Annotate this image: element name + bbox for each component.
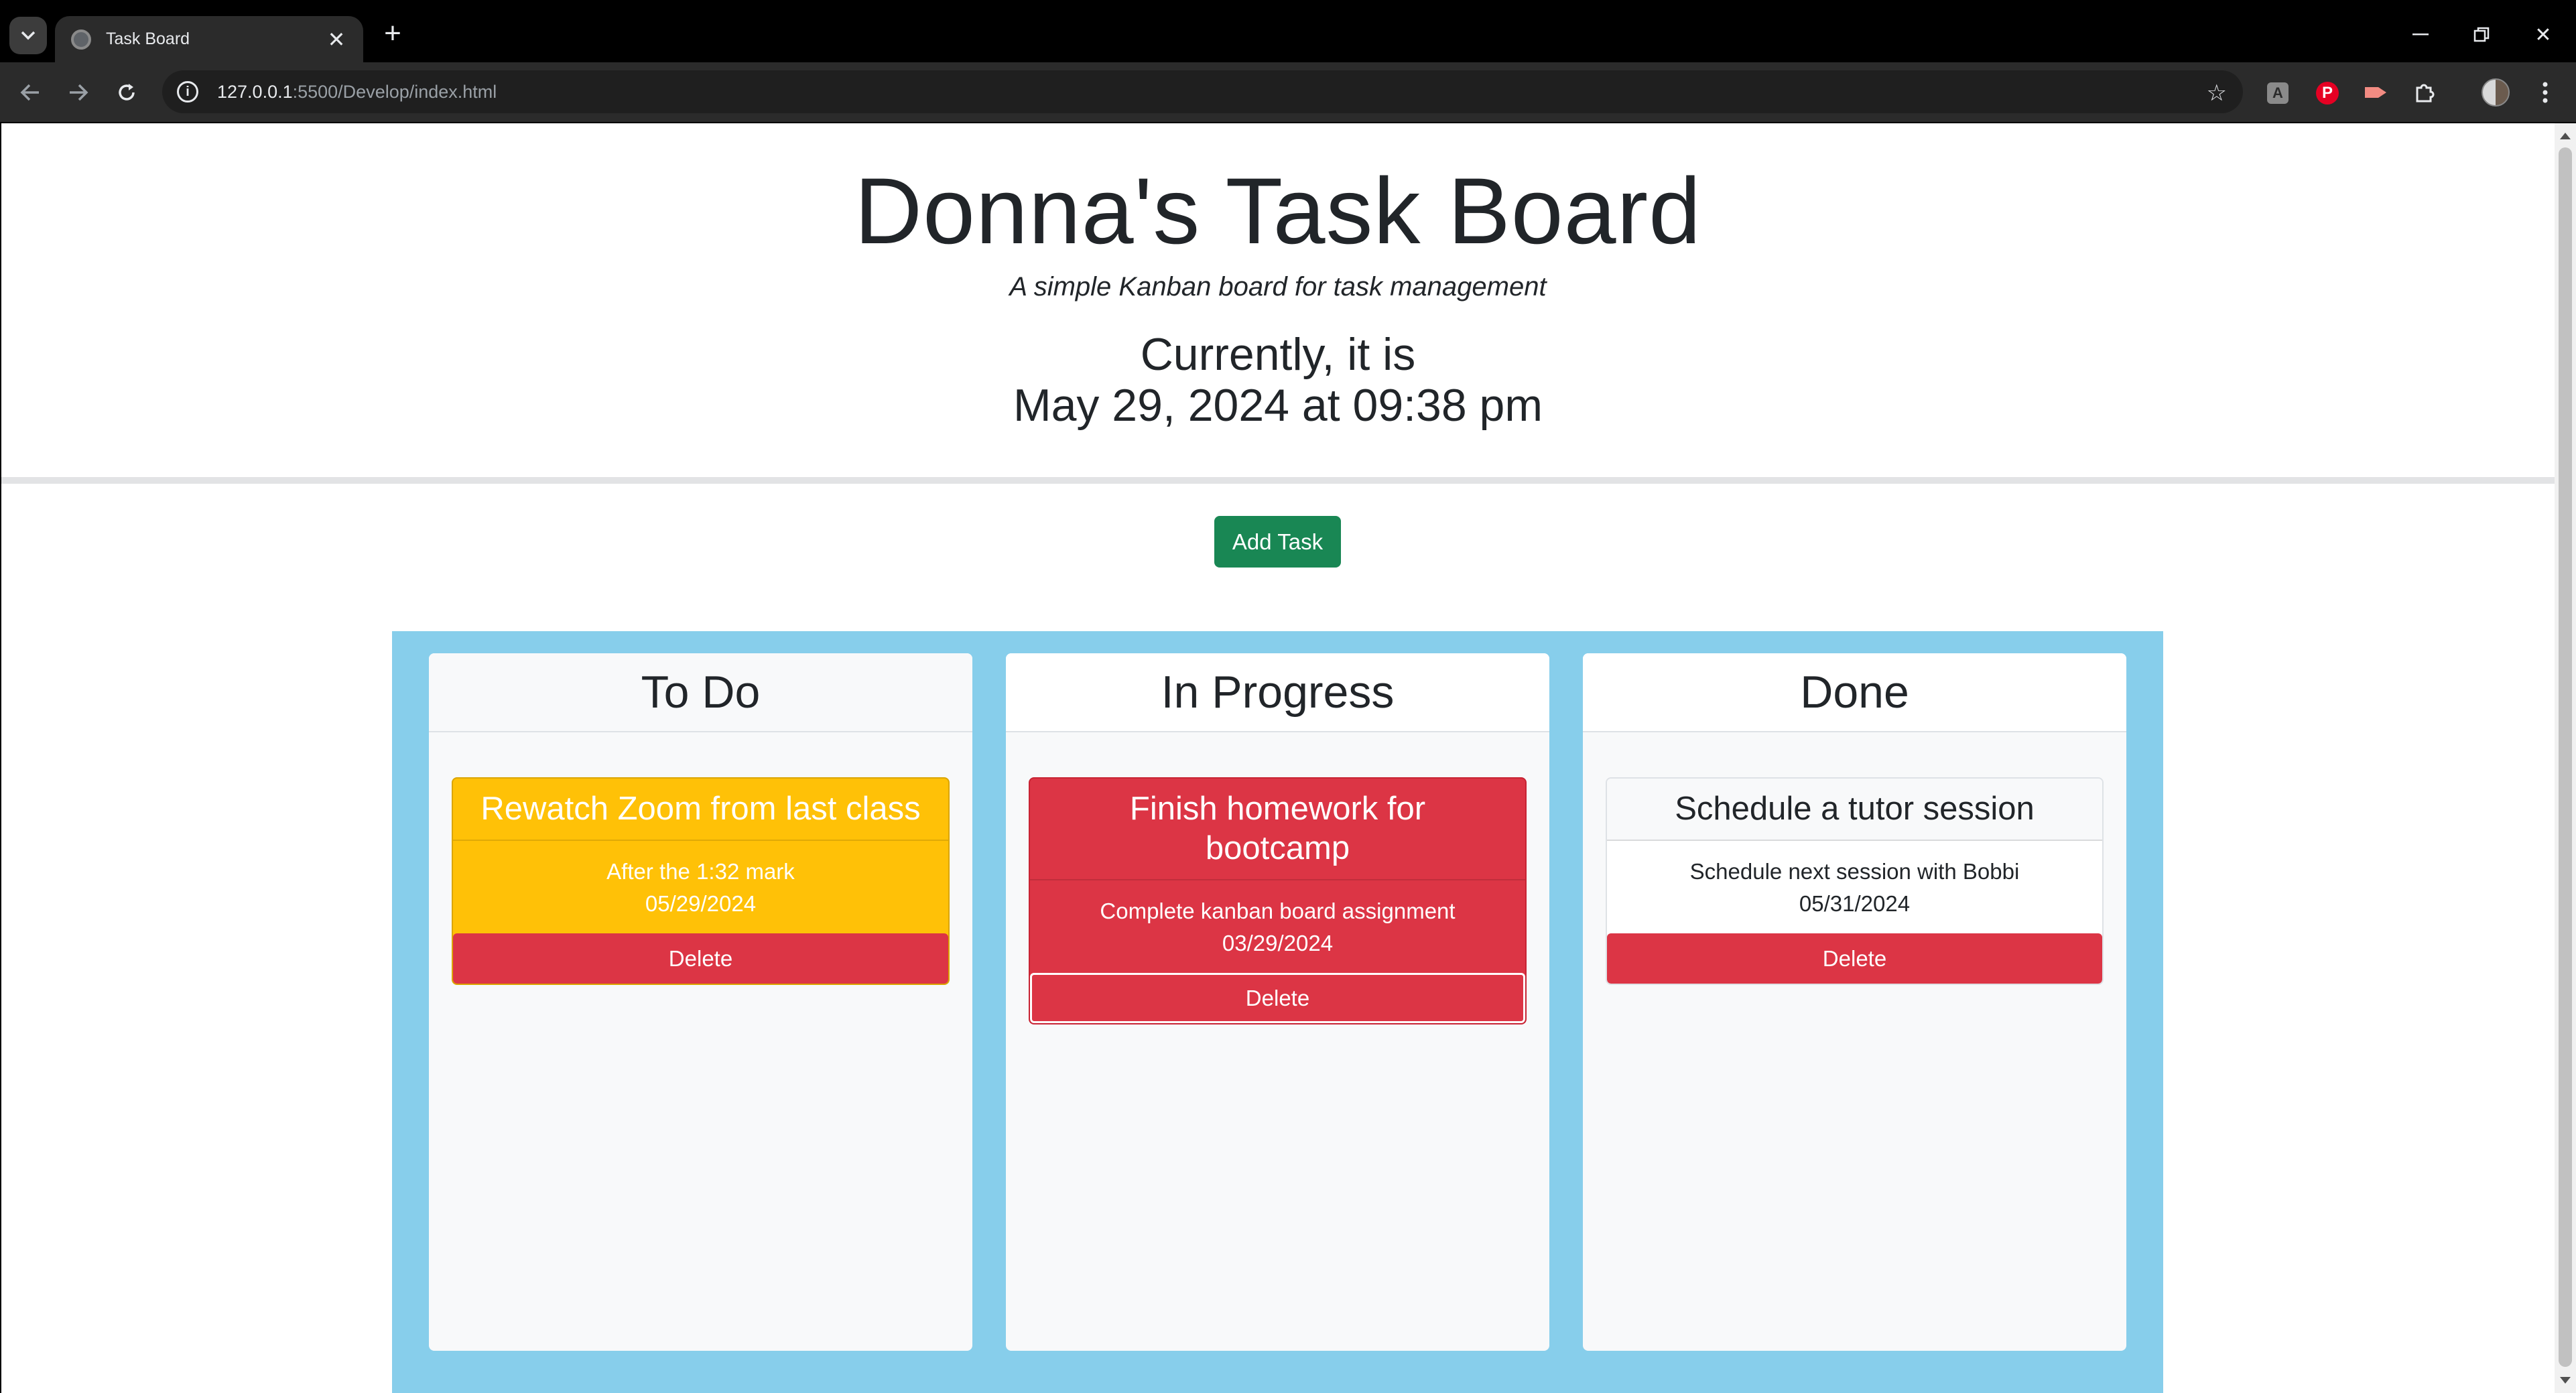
lane-done[interactable]: Done Schedule a tutor session Schedule n… — [1583, 653, 2126, 1351]
page-scrollbar[interactable] — [2555, 123, 2576, 1393]
delete-button[interactable]: Delete — [453, 933, 948, 984]
task-due-date: 05/29/2024 — [645, 891, 757, 916]
lane-to-do[interactable]: To Do Rewatch Zoom from last class After… — [429, 653, 972, 1351]
browser-tab[interactable]: Task Board ✕ — [55, 16, 363, 62]
browser-toolbar: i 127.0.0.1:5500/Develop/index.html ☆ A … — [0, 62, 2576, 122]
window-close-icon[interactable]: ✕ — [2534, 23, 2552, 46]
minimize-icon[interactable] — [2404, 20, 2437, 50]
scroll-thumb[interactable] — [2559, 147, 2572, 1367]
arrow-left-icon[interactable] — [13, 76, 47, 109]
pinterest-icon[interactable]: P — [2316, 82, 2339, 105]
task-title: Finish homework for bootcamp — [1030, 779, 1525, 880]
url-text: 127.0.0.1:5500/Develop/index.html — [217, 81, 497, 102]
reload-icon[interactable] — [110, 76, 143, 109]
task-description: Schedule next session with Bobbi — [1689, 859, 2020, 884]
kanban-board: To Do Rewatch Zoom from last class After… — [392, 631, 2163, 1393]
scroll-up-icon[interactable] — [2560, 133, 2571, 139]
close-icon[interactable]: ✕ — [327, 27, 346, 52]
delete-button[interactable]: Delete — [1607, 933, 2102, 984]
star-icon[interactable]: ☆ — [2206, 80, 2227, 106]
task-body: After the 1:32 mark 05/29/2024 — [453, 841, 948, 933]
task-card[interactable]: Schedule a tutor session Schedule next s… — [1606, 777, 2104, 985]
task-description: After the 1:32 mark — [606, 859, 795, 884]
task-due-date: 05/31/2024 — [1799, 891, 1911, 916]
task-card[interactable]: Rewatch Zoom from last class After the 1… — [452, 777, 950, 985]
task-body: Complete kanban board assignment 03/29/2… — [1030, 880, 1525, 973]
task-description: Complete kanban board assignment — [1100, 899, 1456, 923]
lane-title: To Do — [429, 653, 972, 732]
tab-strip: Task Board ✕ + ✕ — [0, 0, 2576, 62]
puzzle-icon[interactable] — [2410, 78, 2439, 107]
lane-in-progress[interactable]: In Progress Finish homework for bootcamp… — [1006, 653, 1549, 1351]
page-title: Donna's Task Board — [854, 158, 1701, 263]
extension-icon[interactable]: A — [2267, 82, 2289, 104]
lane-title: In Progress — [1006, 653, 1549, 732]
kebab-menu-icon[interactable] — [2531, 78, 2559, 107]
page-header: Donna's Task Board A simple Kanban board… — [1, 123, 2555, 478]
tab-search-button[interactable] — [9, 17, 47, 54]
chevron-down-icon — [21, 31, 36, 40]
task-card[interactable]: Finish homework for bootcamp Complete ka… — [1029, 777, 1527, 1024]
address-bar[interactable]: i 127.0.0.1:5500/Develop/index.html ☆ — [162, 70, 2243, 113]
plus-icon[interactable]: + — [384, 17, 401, 50]
current-date: May 29, 2024 at 09:38 pm — [1013, 380, 1543, 431]
delete-button[interactable]: Delete — [1030, 973, 1525, 1023]
tab-title: Task Board — [106, 29, 190, 48]
page-viewport: Donna's Task Board A simple Kanban board… — [1, 123, 2555, 1393]
scroll-down-icon[interactable] — [2560, 1377, 2571, 1384]
task-title: Rewatch Zoom from last class — [453, 779, 948, 841]
add-task-button[interactable]: Add Task — [1214, 516, 1341, 568]
profile-avatar[interactable] — [2482, 78, 2510, 107]
restore-icon[interactable] — [2465, 20, 2498, 50]
globe-icon — [71, 29, 91, 50]
arrow-right-icon[interactable] — [62, 76, 95, 109]
current-time-label: Currently, it is — [1140, 329, 1416, 380]
page-subtitle: A simple Kanban board for task managemen… — [1009, 272, 1547, 302]
lane-title: Done — [1583, 653, 2126, 732]
info-icon[interactable]: i — [177, 81, 198, 103]
task-title: Schedule a tutor session — [1607, 779, 2102, 841]
task-body: Schedule next session with Bobbi 05/31/2… — [1607, 841, 2102, 933]
header-divider — [1, 477, 2555, 484]
video-extension-icon[interactable] — [2362, 78, 2390, 107]
task-due-date: 03/29/2024 — [1222, 931, 1334, 955]
